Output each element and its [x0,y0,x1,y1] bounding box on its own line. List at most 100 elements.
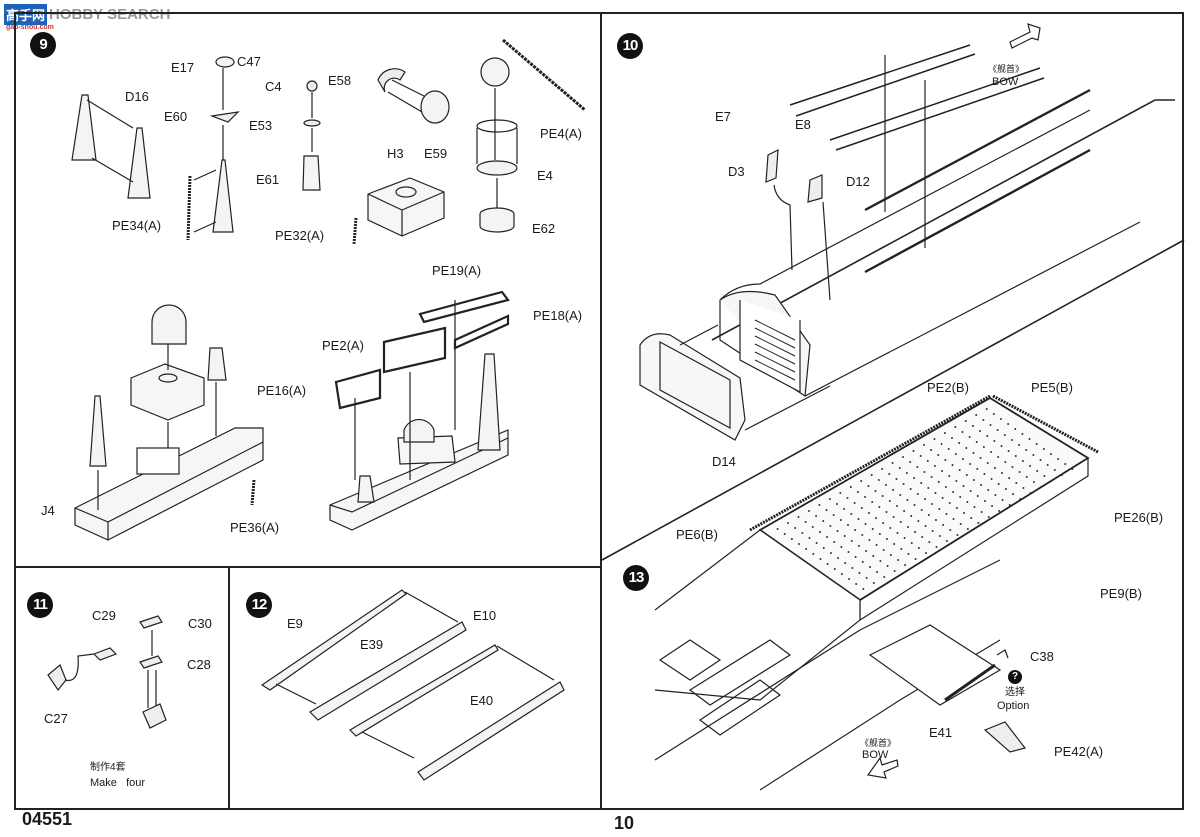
deck-dot [942,524,945,526]
deck-dot [1021,460,1024,462]
deck-dot [907,553,910,555]
deck-dot [965,447,968,449]
deck-dot [962,485,965,487]
deck-dot [1060,474,1063,476]
deck-dot [850,513,853,515]
deck-dot [1014,428,1017,430]
deck-dot [958,442,961,444]
part-label-D3: D3 [728,164,745,179]
deck-dot [893,570,896,572]
part-label-PE2B: PE2(B) [927,380,969,395]
deck-dot [867,485,870,487]
deck-dot [858,572,861,574]
deck-dot [999,418,1002,420]
deck-dot [833,568,836,570]
deck-dot [860,507,863,509]
deck-dot [818,531,821,533]
part-label-E39: E39 [360,637,384,652]
deck-dot [868,566,871,568]
deck-dot [819,558,822,560]
deck-dot [877,479,880,481]
deck-dot [1042,448,1045,450]
deck-dot [843,508,846,510]
deck-dot [940,443,943,445]
deck-dot [871,528,874,530]
deck-dot [983,473,986,475]
deck-dot [930,476,933,478]
deck-dot [987,516,990,518]
part-label-PE32A: PE32(A) [275,228,325,243]
deck-dot [937,481,940,483]
deck-dot [976,495,979,497]
deck-dot [1039,459,1042,461]
deck-dot [948,502,951,504]
deck-dot [857,545,860,547]
deck-dot [832,514,835,516]
deck-dot [941,497,944,499]
deck-dot [996,429,999,431]
watermark-en: HOBBY SEARCH [49,6,171,23]
deck-dot [886,565,889,567]
deck-dot [853,502,856,504]
deck-dot [913,477,916,479]
deck-dot [790,538,793,540]
deck-dot [875,544,878,546]
deck-dot [1010,439,1013,441]
deck-dot [980,511,983,513]
deck-dot [979,457,982,459]
option-label-en: Option [997,700,1030,712]
deck-dot [945,540,948,542]
option-marker-icon: ? [1008,670,1022,684]
deck-dot [949,529,952,531]
watermark-sub: gao-shou.com [6,24,54,31]
part-label-E4: E4 [537,168,553,183]
deck-dot [993,440,996,442]
deck-dot [975,441,978,443]
deck-dot [892,516,895,518]
part-label-C4: C4 [265,79,282,94]
deck-dot [948,475,951,477]
deck-dot [1050,480,1053,482]
deck-dot [938,535,941,537]
deck-dot [1032,481,1035,483]
deck-dot [961,431,964,433]
deck-dot [848,578,851,580]
deck-dot [969,490,972,492]
deck-dot [881,495,884,497]
deck-dot [968,436,971,438]
deck-dot [1008,504,1011,506]
deck-dot [944,486,947,488]
deck-dot [986,462,989,464]
deck-dot [886,538,889,540]
deck-dot [1007,423,1010,425]
deck-dot [977,522,980,524]
deck-dot [1064,463,1067,465]
note-make-four-en: Make four [90,777,146,789]
deck-dot [822,547,825,549]
step-12-badge: 12 [246,592,272,618]
deck-dot [933,465,936,467]
deck-pattern [776,408,1074,590]
deck-dot [896,559,899,561]
deck-dot [955,480,958,482]
deck-dot [943,432,946,434]
deck-dot [1029,492,1032,494]
deck-dot [925,552,928,554]
deck-dot [904,564,907,566]
deck-dot [783,533,786,535]
deck-dot [826,536,829,538]
deck-dot [1011,493,1014,495]
deck-dot [992,413,995,415]
deck-dot [861,534,864,536]
deck-dot [1032,454,1035,456]
part-label-E10: E10 [473,608,497,623]
part-label-PE26B: PE26(B) [1114,510,1164,525]
deck-dot [958,469,961,471]
deck-dot [837,557,840,559]
deck-dot [885,511,888,513]
deck-dot [812,553,815,555]
part-label-E40: E40 [470,693,494,708]
deck-dot [986,435,989,437]
deck-dot [884,484,887,486]
deck-dot [959,523,962,525]
